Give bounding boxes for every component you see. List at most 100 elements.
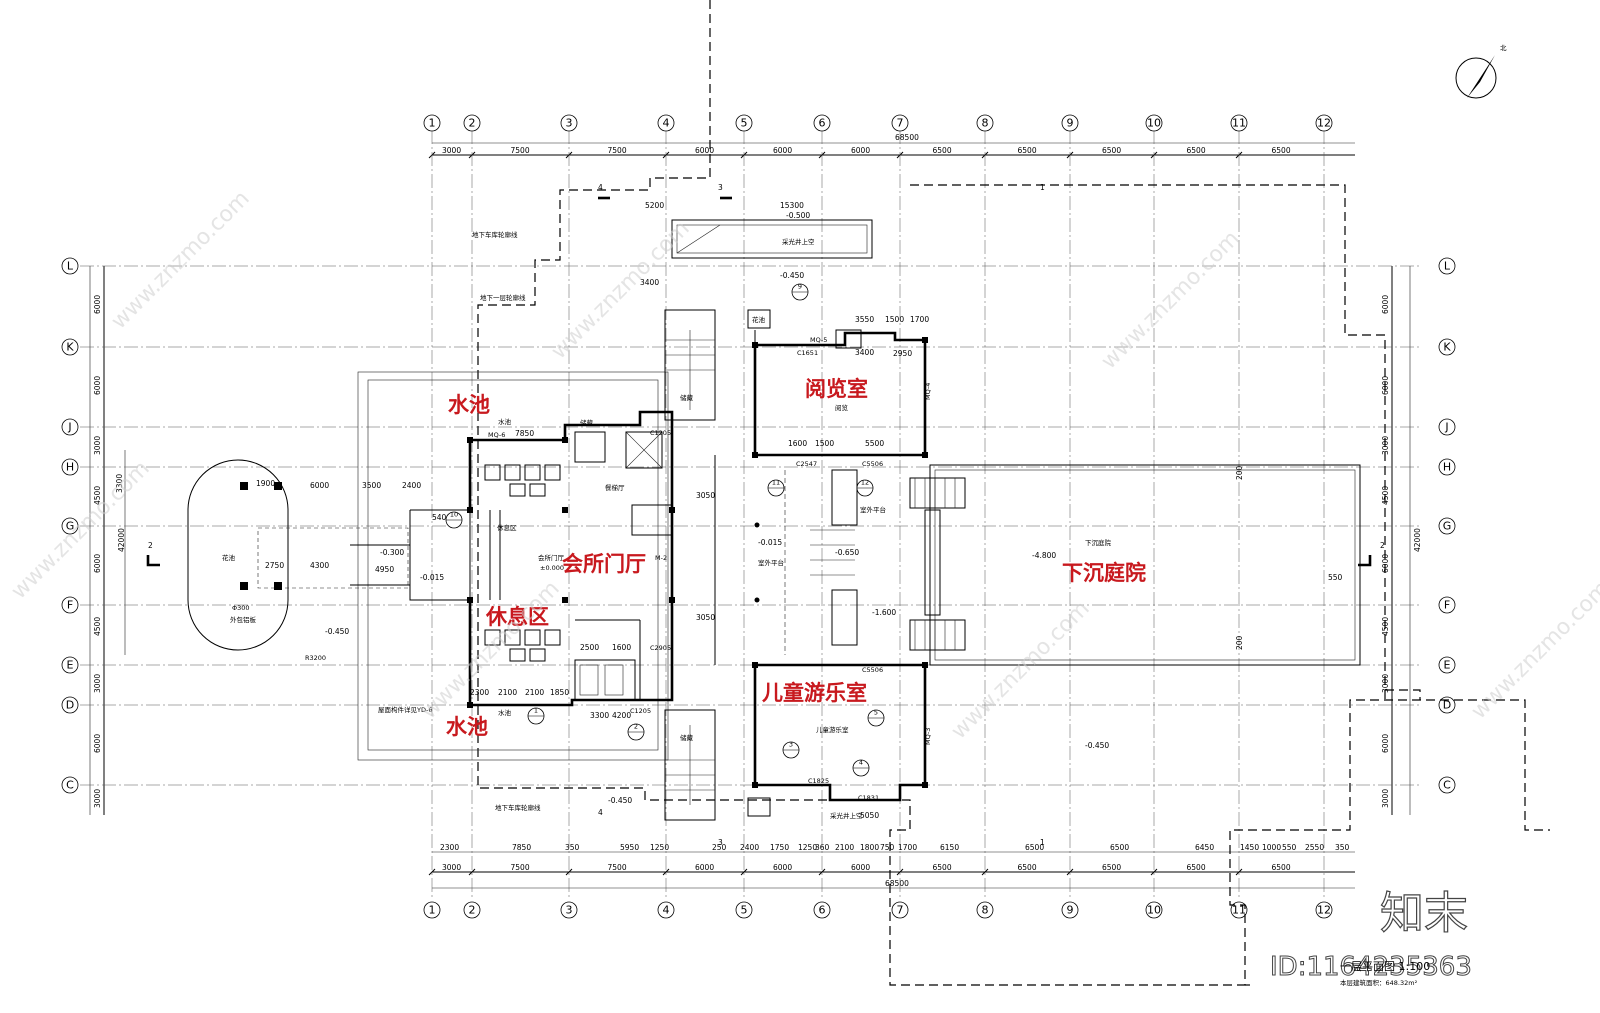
skylight-bottom-label: 采光井上空 [830,811,863,820]
grid-bubble-top [463,114,481,132]
dim-tick [818,868,826,876]
dim-left-value: 3000 [93,789,102,808]
basement-outline: 地下车库轮廓线 地下一层轮廓线 地下车库轮廓线 [472,0,1550,986]
level-north: -0.450 [780,271,804,280]
watermark-url-7: www.znzmo.com [1467,576,1600,724]
planter-north: 花池 [752,315,766,324]
dim-bottom-total: 68500 [885,879,909,888]
lobby-columns [467,437,675,708]
dim-tick [428,868,436,876]
level-south-east: -0.450 [1085,741,1109,750]
dim-detail-value: 350 [1335,843,1350,852]
pool-small-top: 水池 [498,417,512,426]
dim-bottom-value: 6500 [1272,863,1291,872]
dim-tick [896,868,904,876]
dim-right-value: 6000 [1381,554,1390,573]
detail-mark-number: 5 [874,709,878,717]
grid-label-bottom: 1 [429,904,436,917]
title-block: 知末 ID:1164235363 一层平面图 1:100 本层建筑面积：648.… [1270,887,1473,987]
planter-label-oval: 花池 [222,553,236,562]
grid-bubble-left [61,458,79,476]
dim-bottom-value: 3000 [442,863,461,872]
reading-small-label: 阅览 [835,403,849,412]
grid-label-top: 11 [1232,117,1246,130]
dim-detail-value: 2400 [740,843,759,852]
dim-top-value: 7500 [608,146,627,155]
dim-detail-value: 7850 [512,843,531,852]
dim-detail-value: 550 [1282,843,1297,852]
left-dim-total: 42000 [117,528,126,552]
dim-left-value: 6000 [93,554,102,573]
grid-bubble-left [61,696,79,714]
grid-bubble-top [976,114,994,132]
rest-small-label: 休息区 [497,523,517,532]
dim-5400: 5400 [432,513,451,522]
dim-bottom-value: 6000 [695,863,714,872]
door-c5506-top: C5506 [862,460,883,468]
grid-bubble-right [1438,458,1456,476]
outdoor-label-2: 室外平台 [860,505,886,514]
room-label-pool-bottom: 水池 [446,715,488,739]
watermark-url-6: www.znzmo.com [947,596,1095,744]
dim-left-value: 3000 [93,674,102,693]
grid-bubble-bottom [735,901,753,919]
door-m2: M-2 [655,554,667,562]
dim-right-value: 6000 [1381,295,1390,314]
dim-5050: 5050 [860,811,879,820]
dim-detail-value: 1700 [898,843,917,852]
level-top-skylight: -0.500 [786,211,810,220]
door-c1651: C1651 [797,349,818,357]
level-mid1: -0.015 [758,538,782,547]
dim-tick [662,868,670,876]
grid-label-top: 5 [741,117,748,130]
dim-3050a: 3050 [696,491,715,500]
detail-mark-number: 10 [450,511,458,519]
dim-top-value: 6500 [1272,146,1291,155]
grid-bubble-left [61,776,79,794]
watermark-url-1: www.znzmo.com [107,186,255,334]
grid-label-right: C [1443,779,1451,792]
dim-7850: 7850 [515,429,534,438]
section-4-top: 4 [598,183,603,192]
dim-2300: 2300 [470,688,489,697]
grid-label-bottom: 4 [663,904,670,917]
grid-bubble-bottom [463,901,481,919]
image-id: ID:1164235363 [1270,952,1472,982]
grid-bubble-top [1315,114,1333,132]
dim-detail-value: 360 [815,843,830,852]
grid-label-top: 4 [663,117,670,130]
dim-detail-value: 1800 [860,843,879,852]
r3200-label: R3200 [305,654,326,662]
skylight-top: 采光井上空 -0.500 15300 5200 3400 -0.450 [640,201,873,287]
grid-bubble-bottom [560,901,578,919]
dim-1900: 1900 [256,479,275,488]
grid-bubble-bottom [891,901,909,919]
grid-bubble-top [1230,114,1248,132]
grid-label-right: H [1443,461,1451,474]
dim-bottom-value: 7500 [511,863,530,872]
grid-label-bottom: 3 [566,904,573,917]
grid-bubble-left [61,517,79,535]
grid-label-left: E [67,659,74,672]
grid-label-left: K [66,341,74,354]
dim-1500b: 1500 [885,315,904,324]
dim-1600: 1600 [612,643,631,652]
dim-1850: 1850 [550,688,569,697]
dim-tick [1235,868,1243,876]
grid-label-top: 8 [982,117,989,130]
dim-top-value: 6500 [933,146,952,155]
grid-label-top: 7 [897,117,904,130]
lounge-furniture-top [484,464,561,497]
grid-label-right: L [1444,260,1451,273]
section-1-bottom: 1 [1040,838,1045,847]
pool-small-bottom: 水池 [498,708,512,717]
grid-bubble-top [423,114,441,132]
dim-detail-value: 2300 [440,843,459,852]
grid-label-left: L [67,260,74,273]
dim-bottom-value: 6500 [1102,863,1121,872]
dim-2100a: 2100 [498,688,517,697]
dim-2950: 2950 [893,349,912,358]
